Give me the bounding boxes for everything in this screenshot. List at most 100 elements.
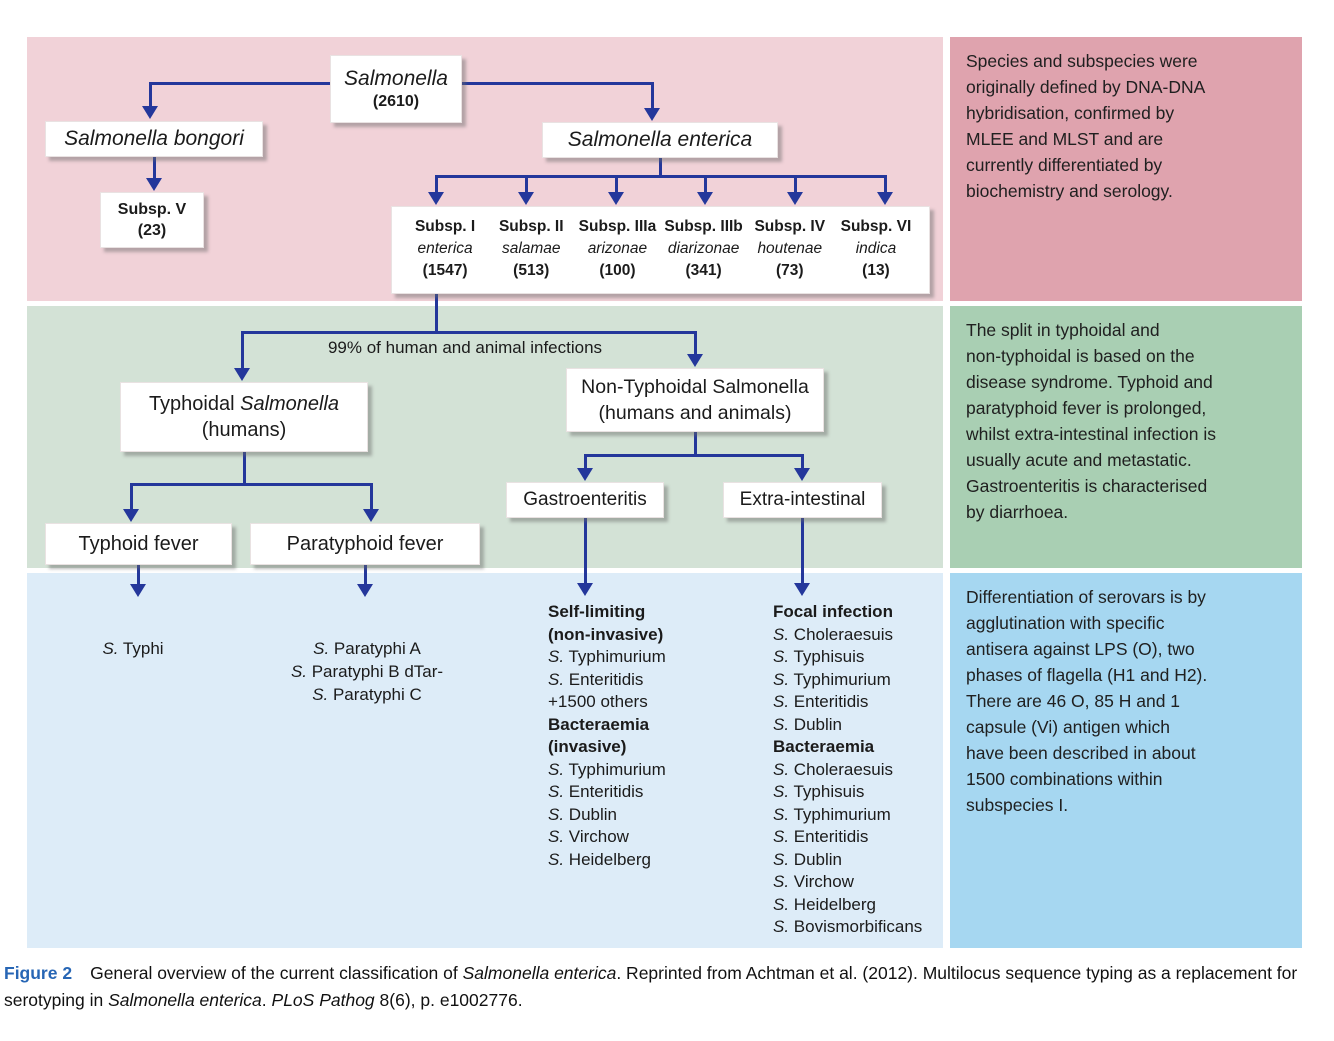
flow-line xyxy=(615,175,618,193)
arrowhead-icon xyxy=(428,192,444,205)
serovar-line: S. Enteritidis xyxy=(773,827,869,846)
subspecies-column: Subsp. II salamae (513) xyxy=(488,216,574,282)
note-syndrome: The split in typhoidal and non-typhoidal… xyxy=(966,320,1216,522)
subspecies-count: (513) xyxy=(513,262,550,279)
arrowhead-icon xyxy=(877,192,893,205)
node-title: Extra-intestinal xyxy=(739,489,866,510)
label-99-percent: 99% of human and animal infections xyxy=(327,338,603,357)
node-extra-intestinal: Extra-intestinal xyxy=(723,482,882,518)
arrowhead-icon xyxy=(644,108,660,121)
note-species: Species and subspecies were originally d… xyxy=(966,51,1206,201)
flow-line xyxy=(130,483,133,510)
serovar-line: S. Virchow xyxy=(773,872,854,891)
node-title: Typhoid fever xyxy=(78,533,199,555)
node-typhoid-fever: Typhoid fever xyxy=(45,523,232,565)
flow-line xyxy=(584,454,803,457)
flow-line xyxy=(584,518,587,584)
flow-line xyxy=(801,454,804,469)
node-subtitle: (humans) xyxy=(201,419,287,441)
flow-line xyxy=(461,82,653,85)
arrowhead-icon xyxy=(123,509,139,522)
serovar-line: +1500 others xyxy=(548,692,648,711)
note-serovars: Differentiation of serovars is by agglut… xyxy=(966,587,1208,815)
flow-line xyxy=(659,158,662,178)
flow-line xyxy=(149,82,331,85)
subspecies-label: Subsp. VI xyxy=(840,218,912,235)
serovar-line: S. Enteritidis xyxy=(548,782,644,801)
serovar-line: S. Heidelberg xyxy=(773,894,877,914)
node-title: Gastroenteritis xyxy=(523,489,647,510)
serovar-line: S. Paratyphi B dTar- xyxy=(290,662,444,682)
arrowhead-icon xyxy=(608,192,624,205)
node-title: Salmonella bongori xyxy=(64,127,244,150)
node-title: Salmonella xyxy=(344,66,448,90)
subspecies-count: (13) xyxy=(862,262,890,279)
serovar-line: S. Dublin xyxy=(773,849,842,869)
flow-line xyxy=(801,518,804,584)
serovar-line: S. Enteritidis xyxy=(773,692,869,711)
flow-line xyxy=(137,565,140,585)
serovar-line: Focal infection xyxy=(773,602,893,621)
subspecies-count: (1547) xyxy=(422,262,468,279)
serovar-line: Bacteraemia xyxy=(548,714,650,734)
arrowhead-icon xyxy=(794,583,810,596)
serovar-line: S. Virchow xyxy=(548,827,629,846)
serovar-line: S. Dublin xyxy=(548,804,617,824)
node-salmonella-root: Salmonella (2610) xyxy=(330,55,462,123)
serovar-line: S. Typhimurium xyxy=(773,669,891,689)
node-count: (23) xyxy=(137,222,167,239)
serovar-line: S. Bovismorbificans xyxy=(773,917,923,936)
serovar-line: S. Paratyphi C xyxy=(312,685,422,705)
panel-species-note-bg xyxy=(950,37,1302,301)
flow-line xyxy=(130,483,372,486)
figure-caption-label: Figure 2 xyxy=(4,963,73,983)
subspecies-name: salamae xyxy=(501,240,561,257)
flow-line xyxy=(525,175,528,193)
flow-line xyxy=(241,331,244,369)
serovar-list-gastroenteritis: Self-limiting(non-invasive)S. Typhimuriu… xyxy=(548,601,718,871)
flow-line xyxy=(435,294,438,334)
node-paratyphoid-fever: Paratyphoid fever xyxy=(250,523,480,565)
arrowhead-icon xyxy=(577,583,593,596)
flow-line xyxy=(694,432,697,457)
serovar-line: S. Typhimurium xyxy=(548,647,666,666)
serovar-line: Self-limiting xyxy=(548,602,646,621)
subspecies-name: arizonae xyxy=(587,240,648,257)
flow-line xyxy=(704,175,707,193)
flow-line xyxy=(651,82,654,109)
serovar-line: S. Typhimurium xyxy=(548,759,666,779)
subspecies-name: diarizonae xyxy=(667,240,740,257)
node-title: Subsp. V xyxy=(117,201,187,218)
subspecies-name: houtenae xyxy=(757,240,823,257)
node-subtitle: (humans and animals) xyxy=(598,402,792,424)
flow-line xyxy=(153,157,156,179)
flow-line xyxy=(370,483,373,510)
arrowhead-icon xyxy=(518,192,534,205)
arrowhead-icon xyxy=(234,368,250,381)
arrowhead-icon xyxy=(363,509,379,522)
arrowhead-icon xyxy=(577,468,593,481)
subspecies-label: Subsp. II xyxy=(498,218,564,235)
serovar-line: S. Enteritidis xyxy=(548,669,644,689)
node-gastroenteritis: Gastroenteritis xyxy=(506,482,664,518)
serovar-line: S. Choleraesuis xyxy=(773,759,894,779)
arrowhead-icon xyxy=(687,354,703,367)
flow-line xyxy=(694,331,697,355)
panel-serovar-note-bg xyxy=(950,573,1302,948)
serovar-line: S. Paratyphi A xyxy=(313,639,421,658)
serovar-line: (invasive) xyxy=(548,737,627,756)
node-title: Typhoidal Salmonella xyxy=(148,393,340,415)
subspecies-name: indica xyxy=(855,240,897,257)
flow-line xyxy=(243,452,246,486)
panel-syndrome-note-bg xyxy=(950,306,1302,568)
subspecies-label: Subsp. IIIb xyxy=(664,218,743,235)
node-title: Non-Typhoidal Salmonella xyxy=(581,376,809,398)
